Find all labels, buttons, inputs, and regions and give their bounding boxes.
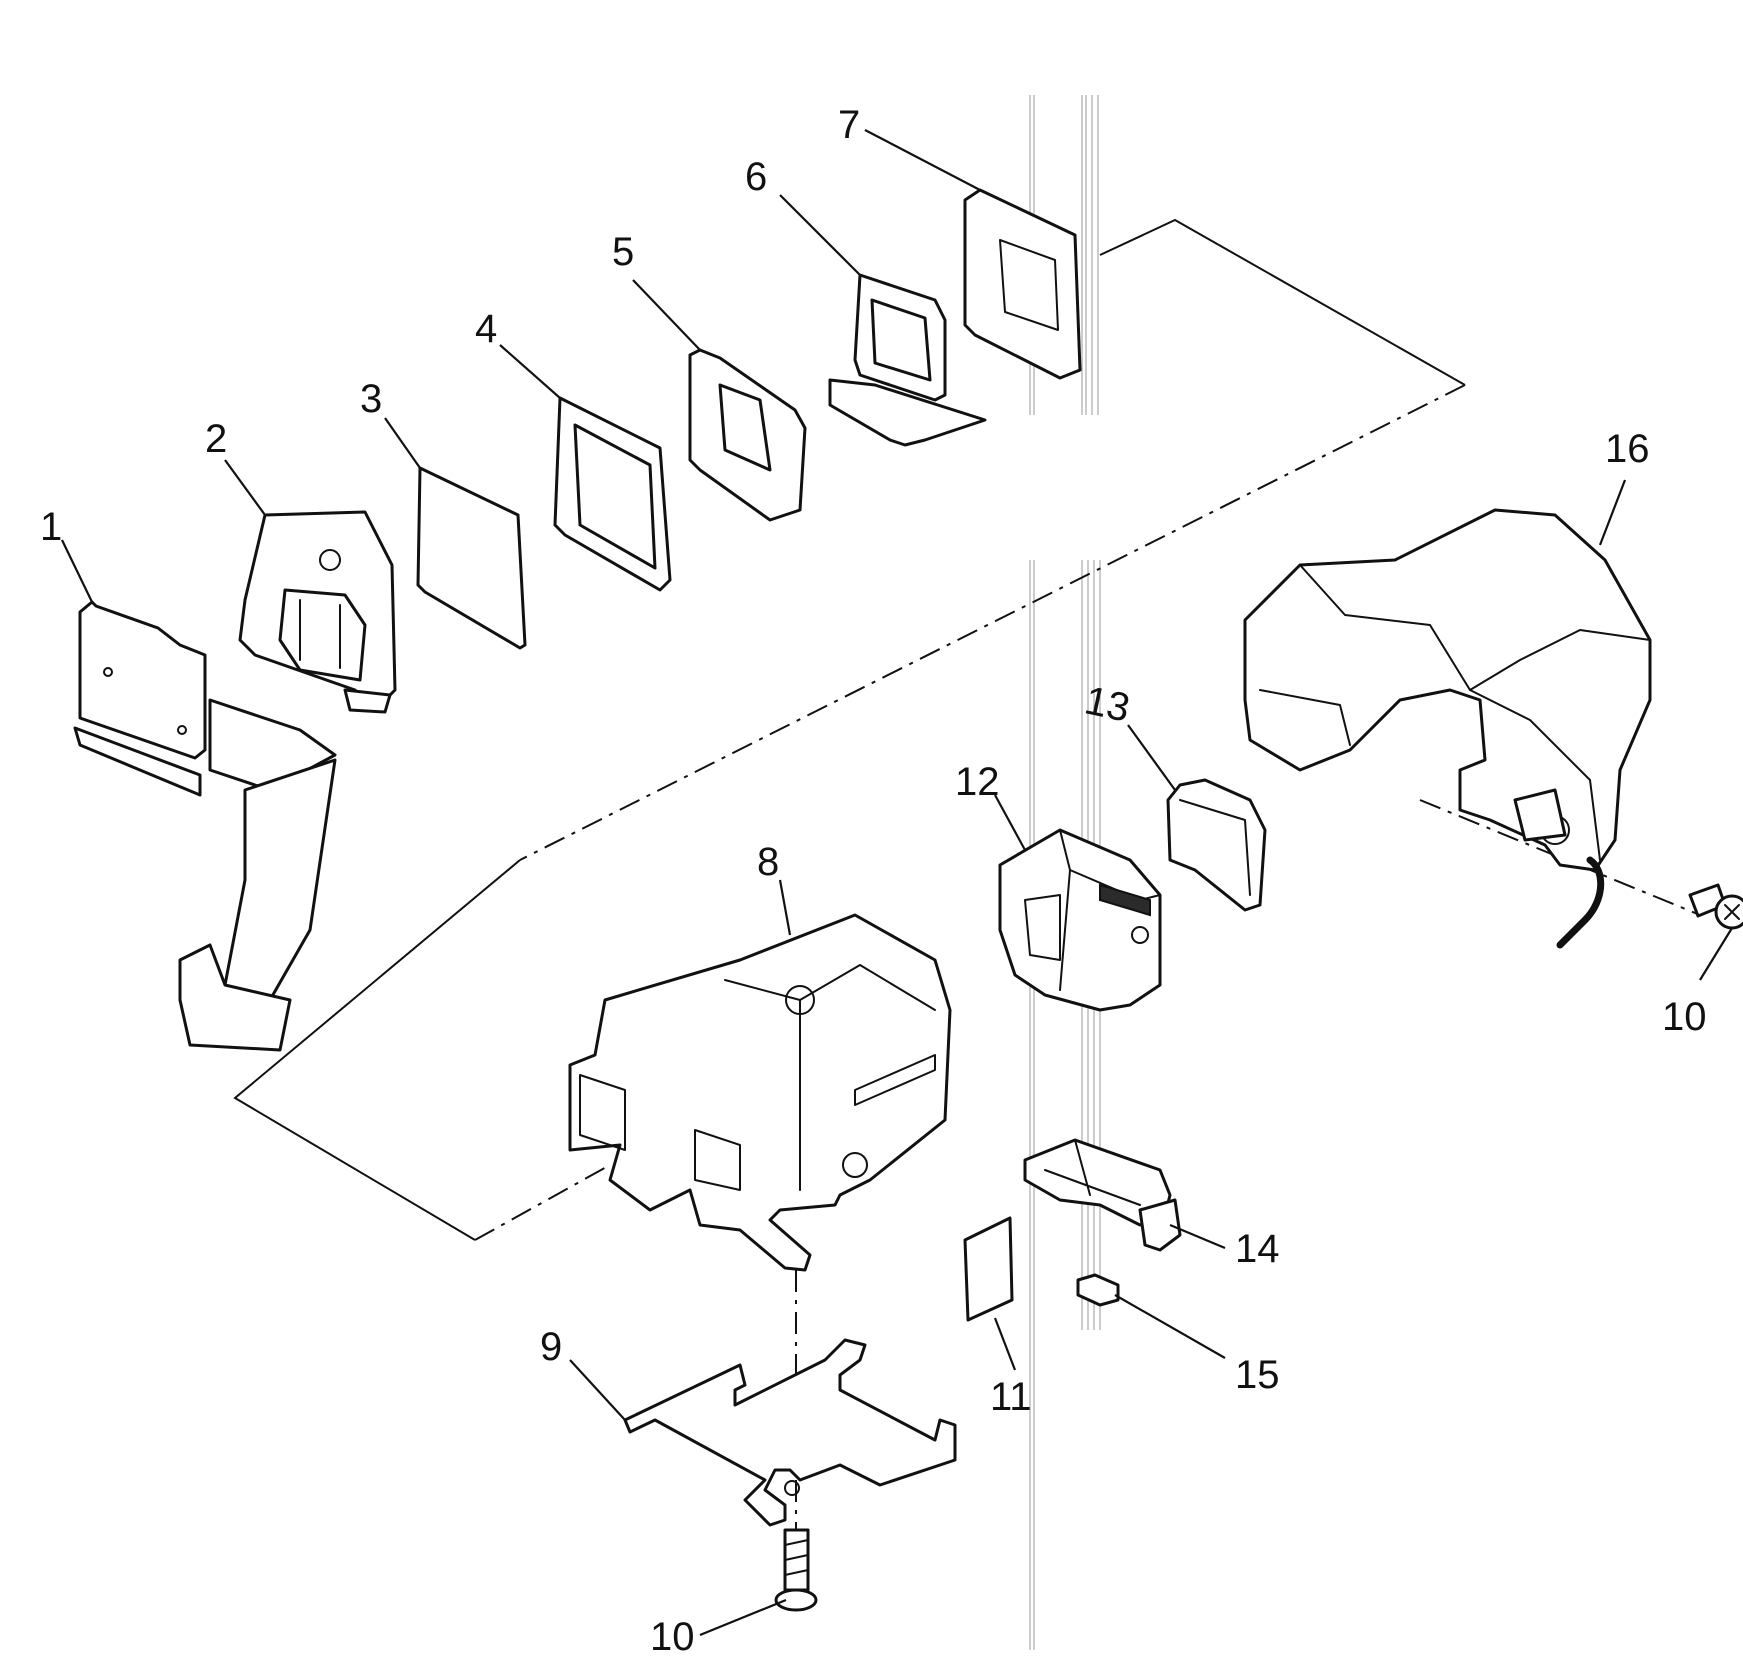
callout-labels: 1 2 3 4 5 6 7 8 9 10 10 11 12 13 14 15 1…	[40, 103, 1707, 1656]
part-13-lens-plate	[1166, 778, 1267, 912]
callout-12: 12	[955, 760, 1000, 804]
part-7-top-frame	[963, 188, 1082, 380]
part-10-screw-bottom	[774, 1528, 818, 1612]
part-3-sheet	[416, 466, 527, 650]
callout-16: 16	[1605, 427, 1650, 471]
callout-11: 11	[990, 1375, 1032, 1419]
callout-15: 15	[1235, 1353, 1280, 1397]
leader-lines	[61, 129, 1733, 1637]
callout-1: 1	[40, 505, 62, 549]
part-8-main-housing	[568, 913, 952, 1272]
callout-2: 2	[205, 417, 227, 461]
part-12-cube-housing	[998, 828, 1162, 1012]
part-10-screw-right	[1688, 883, 1743, 930]
hook-wire	[1556, 856, 1605, 949]
part-5-holder	[688, 348, 807, 522]
part-4-frame	[553, 396, 672, 592]
callout-3: 3	[360, 377, 382, 421]
callout-14: 14	[1235, 1227, 1280, 1271]
callout-9: 9	[540, 1325, 562, 1369]
part-6-panel-hinge	[828, 273, 987, 447]
part-2-mechanism-block	[238, 510, 397, 714]
callout-13: 13	[1081, 678, 1134, 730]
callout-8: 8	[757, 840, 779, 884]
part-9-bracket	[623, 1338, 957, 1527]
part-1-bracket-flex	[73, 600, 337, 1052]
callout-10-right: 10	[1662, 995, 1707, 1039]
callout-10-bottom: 10	[650, 1615, 695, 1656]
callout-7: 7	[838, 103, 860, 147]
callout-4: 4	[475, 307, 497, 351]
part-16-hood	[1243, 508, 1652, 872]
part-15-small-block	[1076, 1273, 1120, 1307]
part-14-hinge-holder	[1023, 1138, 1182, 1252]
callout-6: 6	[745, 155, 767, 199]
part-11-small-sheet	[963, 1216, 1014, 1322]
callout-5: 5	[612, 230, 634, 274]
projection-planes	[233, 218, 1701, 1540]
